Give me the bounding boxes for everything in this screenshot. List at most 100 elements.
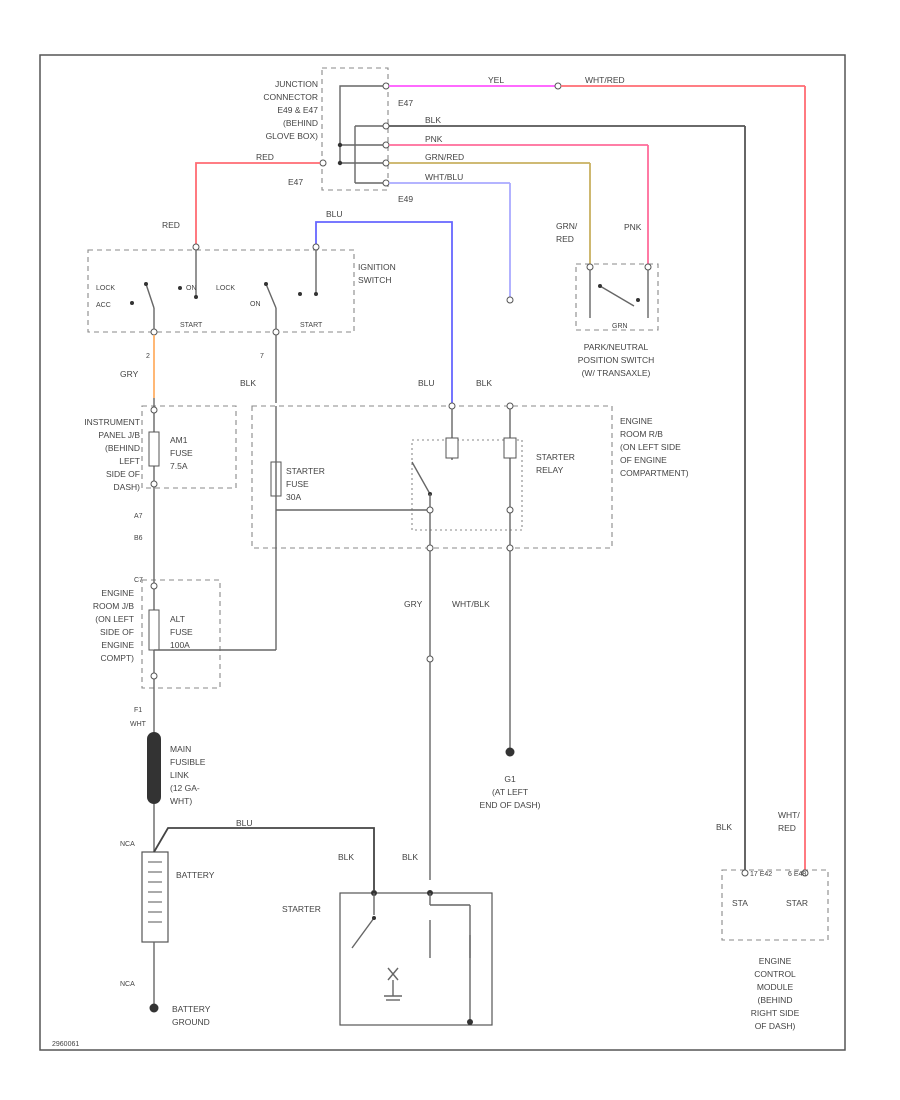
wire-grn-red-label: GRN/RED: [425, 152, 464, 162]
engine-room-rb-label-5: COMPARTMENT): [620, 468, 689, 478]
wire-blk-label: BLK: [425, 115, 441, 125]
ip-jb-label-6: DASH): [114, 482, 141, 492]
ignition-switch: IGNITION SWITCH LOCK ACC ON START LOCK O…: [87, 243, 396, 360]
wire-ylw-label: YEL: [488, 75, 504, 85]
starter: STARTER: [282, 890, 493, 1026]
ign-switch-label-1: IGNITION: [358, 262, 396, 272]
gry-label: GRY: [404, 599, 423, 609]
starter-relay-label-1: STARTER: [536, 452, 575, 462]
ign-switch-label-2: SWITCH: [358, 275, 392, 285]
red-left-label: RED: [162, 220, 180, 230]
grn-red-switch-label-2: RED: [556, 234, 574, 244]
engine-room-rb-label-4: OF ENGINE: [620, 455, 667, 465]
wire-wht-blk-ground: WHT/BLK G1 (AT LEFT END OF DASH): [452, 551, 541, 810]
pin-b6-label: B6: [134, 535, 143, 542]
wire-pink-top: YEL WHT/RED: [389, 75, 806, 873]
pn-switch-label-3: (W/ TRANSAXLE): [582, 368, 651, 378]
ecm-pin-left-label: 17 E42: [750, 871, 772, 878]
lock-right-label: LOCK: [216, 285, 235, 292]
park-neutral-switch: GRN GRN/ RED PNK PARK/NEUTRAL POSITION S…: [556, 221, 659, 378]
main-fusible-label-3: LINK: [170, 770, 189, 780]
pin-7-label: 7: [260, 353, 264, 360]
pn-switch-label-1: PARK/NEUTRAL: [584, 342, 649, 352]
acc-label: ACC: [96, 302, 111, 309]
battery-label: BATTERY: [176, 870, 215, 880]
wht-red-ecm-label-1: WHT/: [778, 810, 800, 820]
wire-blk-starter-fuse: BLK: [240, 335, 277, 403]
ecm-label-4: (BEHIND: [758, 995, 793, 1005]
am1-fuse-label-1: AM1: [170, 435, 188, 445]
wire-blu-relay: BLU: [315, 209, 453, 403]
engine-room-jb-label-4: SIDE OF: [100, 627, 134, 637]
engine-room-jb: ENGINE ROOM J/B (ON LEFT SIDE OF ENGINE …: [93, 574, 276, 735]
g1-desc-2: END OF DASH): [480, 800, 541, 810]
lock-left-label: LOCK: [96, 285, 115, 292]
pin-f1-label: F1: [134, 707, 142, 714]
junction-connector-label-2: CONNECTOR: [263, 92, 318, 102]
e49-label: E49: [398, 194, 413, 204]
gry-short-label: GRY: [120, 369, 139, 379]
engine-room-jb-label-2: ROOM J/B: [93, 601, 134, 611]
engine-room-jb-label-3: (ON LEFT: [95, 614, 134, 624]
wire-wht-blu-label: WHT/BLU: [425, 172, 463, 182]
engine-room-rb-label-3: (ON LEFT SIDE: [620, 442, 681, 452]
ip-jb-label-5: SIDE OF: [106, 469, 140, 479]
blk-relay-label: BLK: [476, 378, 492, 388]
wht-blk-label: WHT/BLK: [452, 599, 490, 609]
engine-room-rb-label-1: ENGINE: [620, 416, 653, 426]
engine-room-jb-label-1: ENGINE: [101, 588, 134, 598]
junction-connector-label-1: JUNCTION: [275, 79, 318, 89]
blu-ign-label: BLU: [326, 209, 343, 219]
junction-connector-label-4: (BEHIND: [283, 118, 318, 128]
ip-jb-label-1: INSTRUMENT: [84, 417, 140, 427]
am1-fuse-label-2: FUSE: [170, 448, 193, 458]
battery-ground-label-2: GROUND: [172, 1017, 210, 1027]
alt-fuse-label-2: FUSE: [170, 627, 193, 637]
star-pin-label: STAR: [786, 898, 808, 908]
diagram-frame: [39, 54, 846, 1051]
ecm-pin-right-label: 6 E48: [788, 871, 806, 878]
start-left-label: START: [180, 322, 203, 329]
ecm-label-6: OF DASH): [755, 1021, 796, 1031]
g1-label: G1: [504, 774, 516, 784]
diagram-id-watermark: 2960061: [52, 1041, 79, 1048]
ecm-label-5: RIGHT SIDE: [751, 1008, 800, 1018]
pin-c7-label: C7: [134, 577, 143, 584]
wire-gry-starter: GRY: [404, 551, 434, 880]
sta-pin-label: STA: [732, 898, 748, 908]
on-left-label: ON: [186, 285, 197, 292]
pin-2-label: 2: [146, 353, 150, 360]
engine-control-module: BLK WHT/ RED 17 E42 6 E48 STA STAR ENGIN…: [716, 810, 829, 1031]
wire-grn-red: GRN/RED: [389, 152, 591, 264]
nca-bottom-label: NCA: [120, 981, 135, 988]
starter-fuse-label-3: 30A: [286, 492, 301, 502]
main-fusible-label-2: FUSIBLE: [170, 757, 206, 767]
start-right-label: START: [300, 322, 323, 329]
blk-starter-left-label: BLK: [338, 852, 354, 862]
wht-label: WHT: [130, 721, 147, 728]
grn-label: GRN: [612, 323, 628, 330]
ip-jb-label-4: LEFT: [119, 456, 140, 466]
blk-starter-right-label: BLK: [402, 852, 418, 862]
wht-red-ecm-label-2: RED: [778, 823, 796, 833]
instrument-panel-jb: INSTRUMENT PANEL J/B (BEHIND LEFT SIDE O…: [84, 398, 237, 574]
alt-fuse-label-3: 100A: [170, 640, 190, 650]
wire-pink-pn: PNK: [389, 134, 649, 264]
junction-connector-label-3: E49 & E47: [277, 105, 318, 115]
pn-switch-label-2: POSITION SWITCH: [578, 355, 655, 365]
wht-red-top-label: WHT/RED: [585, 75, 625, 85]
wire-blk-ecm: BLK: [389, 115, 746, 873]
blk-ecm-label: BLK: [716, 822, 732, 832]
wire-wht-blu: WHT/BLU: [389, 172, 514, 304]
am1-fuse-label-3: 7.5A: [170, 461, 188, 471]
battery: NCA BATTERY NCA BATTERY GROUND: [120, 841, 215, 1027]
pnk-switch-label: PNK: [624, 222, 642, 232]
junction-connector-label-5: GLOVE BOX): [266, 131, 319, 141]
engine-room-jb-label-6: COMPT): [100, 653, 134, 663]
blu-relay-label: BLU: [418, 378, 435, 388]
grn-red-switch-label-1: GRN/: [556, 221, 578, 231]
on-right-label: ON: [250, 301, 261, 308]
main-fusible-label-4: (12 GA-: [170, 783, 200, 793]
e47-left-label: E47: [288, 177, 303, 187]
